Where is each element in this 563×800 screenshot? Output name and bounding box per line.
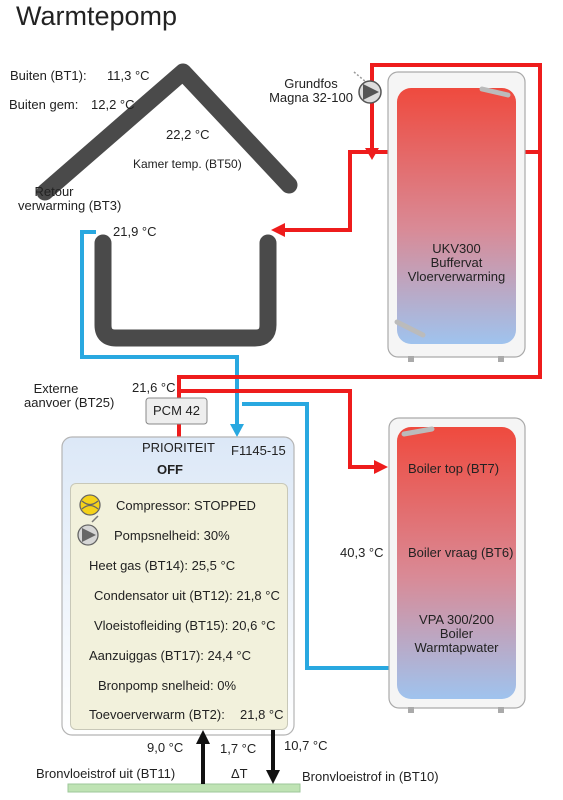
brine-out-arrow xyxy=(196,730,210,744)
circulation-pump-icon xyxy=(353,71,382,104)
supply-bt2-value: 21,8 °C xyxy=(240,707,284,722)
boiler-arrow xyxy=(374,460,388,474)
condenser-out: Condensator uit (BT12): 21,8 °C xyxy=(94,588,280,603)
room-temp-label: Kamer temp. (BT50) xyxy=(133,157,242,171)
pcm-box xyxy=(145,397,208,425)
supply-label-1: Externe xyxy=(33,381,79,396)
house-supply-pipe xyxy=(284,150,400,232)
boiler-line1: VPA 300/200 xyxy=(419,612,494,627)
return-value: 21,9 °C xyxy=(113,224,157,239)
brine-out-label: Bronvloeistrof uit (BT11) xyxy=(36,766,176,781)
outdoor-bt1-value: 11,3 °C xyxy=(107,68,150,83)
supply-bt2-label: Toevoerverwarm (BT2): xyxy=(89,707,225,722)
outdoor-bt1-label: Buiten (BT1): xyxy=(10,68,87,83)
compressor-status: Compressor: STOPPED xyxy=(116,498,256,513)
house-floor-loop xyxy=(94,234,277,347)
brine-delta-value: 1,7 °C xyxy=(220,741,257,756)
buffer-line2: Buffervat xyxy=(430,255,483,270)
outdoor-avg-label: Buiten gem: xyxy=(9,97,79,112)
suction-gas: Aanzuiggas (BT17): 24,4 °C xyxy=(89,648,252,663)
pump-label-1: Grundfos xyxy=(284,76,338,91)
boiler-top-label: Boiler top (BT7) xyxy=(408,461,500,476)
return-label-2: verwarming (BT3) xyxy=(18,198,122,213)
boiler-line2: Boiler xyxy=(439,626,474,641)
house-roof xyxy=(36,63,298,201)
pump-label-2: Magna 32-100 xyxy=(269,90,353,105)
page-title: Warmtepomp xyxy=(16,1,178,31)
buffer-line3: Vloerverwarming xyxy=(407,269,506,284)
brine-in-value: 10,7 °C xyxy=(284,738,328,753)
return-pipe xyxy=(80,230,239,425)
priority-label: PRIORITEIT xyxy=(142,440,215,455)
pcm-label: PCM 42 xyxy=(153,403,200,418)
return-arrow xyxy=(230,424,244,437)
supply-label-2: aanvoer (BT25) xyxy=(24,395,115,410)
brine-in-label: Bronvloeistrof in (BT10) xyxy=(302,769,439,784)
liquid-line: Vloeistofleiding (BT15): 20,6 °C xyxy=(94,618,276,633)
boiler-demand-label: Boiler vraag (BT6) xyxy=(408,545,514,560)
boiler-demand-value: 40,3 °C xyxy=(340,545,384,560)
pump-speed: Pompsnelheid: 30% xyxy=(114,528,230,543)
return-label-1: Retour xyxy=(34,184,74,199)
buffer-tank-body xyxy=(397,88,516,344)
heatpump-model: F1145-15 xyxy=(231,443,286,458)
ground-strip xyxy=(67,783,301,793)
outdoor-avg-value: 12,2 °C xyxy=(91,97,135,112)
room-temp-value: 22,2 °C xyxy=(166,127,210,142)
brine-delta-label: ΔT xyxy=(231,766,248,781)
boiler-tank-body xyxy=(397,427,516,699)
heatpump-status-panel xyxy=(70,483,288,730)
priority-value: OFF xyxy=(157,462,183,477)
house-supply-arrow xyxy=(271,223,285,237)
brine-pump-speed: Bronpomp snelheid: 0% xyxy=(98,678,237,693)
brine-out-value: 9,0 °C xyxy=(147,740,184,755)
boiler-line3: Warmtapwater xyxy=(414,640,499,655)
buffer-line1: UKV300 xyxy=(432,241,481,256)
buffer-supply-pipe xyxy=(177,63,542,391)
supply-value: 21,6 °C xyxy=(132,380,176,395)
boiler-return-pipe xyxy=(242,402,394,670)
brine-in-arrow xyxy=(266,770,280,784)
hot-gas: Heet gas (BT14): 25,5 °C xyxy=(89,558,236,573)
